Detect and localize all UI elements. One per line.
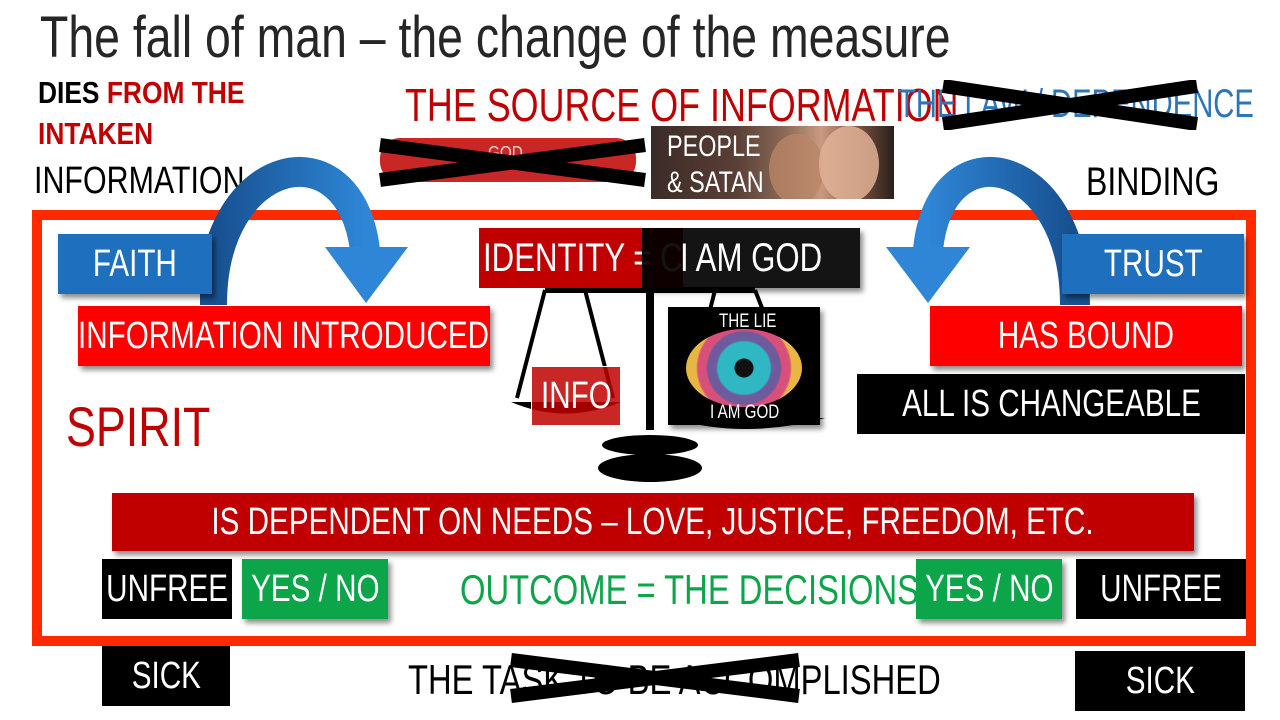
sick-left-label: SICK bbox=[131, 654, 201, 697]
spirit-frame bbox=[32, 210, 1256, 646]
source-heading: THE SOURCE OF INFORMATION bbox=[405, 79, 959, 131]
the-lie-label: THE LIE bbox=[719, 311, 777, 332]
face-shape-2 bbox=[819, 126, 879, 199]
yes-no-right-label: YES / NO bbox=[924, 567, 1054, 610]
sick-right-box: SICK bbox=[1075, 651, 1245, 711]
information-caption: INFORMATION bbox=[34, 160, 245, 202]
unfree-left-label: UNFREE bbox=[106, 567, 228, 610]
has-bound-box: HAS BOUND bbox=[930, 306, 1242, 366]
task-cross-icon bbox=[510, 653, 800, 703]
unfree-right-box: UNFREE bbox=[1076, 559, 1246, 619]
the-lie-eye-picture bbox=[668, 307, 820, 425]
spirit-label: SPIRIT bbox=[66, 395, 211, 458]
unfree-right-label: UNFREE bbox=[1100, 567, 1222, 610]
satan-label: & SATAN bbox=[667, 166, 764, 199]
sick-left-box: SICK bbox=[102, 646, 230, 706]
slide-title: The fall of man – the change of the meas… bbox=[40, 5, 951, 70]
god-cross-icon bbox=[379, 138, 646, 187]
yes-no-left-box: YES / NO bbox=[242, 559, 388, 619]
information-introduced-label: INFORMATION INTRODUCED bbox=[78, 314, 490, 357]
sick-right-label: SICK bbox=[1125, 659, 1195, 702]
dependent-label: IS DEPENDENT ON NEEDS – LOVE, JUSTICE, F… bbox=[211, 500, 1095, 543]
people-label: PEOPLE bbox=[667, 130, 761, 163]
information-introduced-box: INFORMATION INTRODUCED bbox=[78, 306, 490, 366]
eye-iris bbox=[686, 329, 802, 407]
trust-box: TRUST bbox=[1062, 234, 1244, 294]
trust-label: TRUST bbox=[1103, 242, 1203, 285]
all-is-changeable-label: ALL IS CHANGEABLE bbox=[901, 382, 1201, 425]
yes-no-left-label: YES / NO bbox=[250, 567, 380, 610]
unfree-left-box: UNFREE bbox=[102, 559, 232, 619]
dependent-bar: IS DEPENDENT ON NEEDS – LOVE, JUSTICE, F… bbox=[112, 493, 1194, 551]
i-am-god-box: I AM GOD bbox=[642, 228, 860, 288]
i-am-god-label: I AM GOD bbox=[679, 235, 823, 280]
law-cross-icon bbox=[941, 80, 1199, 130]
people-satan-photo bbox=[651, 126, 894, 199]
has-bound-label: HAS BOUND bbox=[997, 314, 1175, 357]
faith-label: FAITH bbox=[93, 242, 177, 285]
face-shape-1 bbox=[769, 134, 824, 199]
binding-label: BINDING bbox=[1086, 160, 1220, 204]
from-the-text: FROM THE bbox=[106, 75, 245, 110]
the-lie-caption: I AM GOD bbox=[710, 402, 780, 423]
info-box: INFO bbox=[531, 366, 621, 426]
all-is-changeable-box: ALL IS CHANGEABLE bbox=[857, 374, 1245, 434]
left-curved-arrow-icon bbox=[200, 156, 408, 306]
dies-caption-line1: DIES FROM THE bbox=[38, 75, 244, 111]
info-label: INFO bbox=[540, 374, 612, 417]
faith-box: FAITH bbox=[58, 234, 212, 294]
dies-text: DIES bbox=[38, 75, 107, 110]
yes-no-right-box: YES / NO bbox=[916, 559, 1062, 619]
intaken-caption: INTAKEN bbox=[38, 116, 154, 151]
outcome-label: OUTCOME = THE DECISIONS bbox=[460, 566, 920, 613]
